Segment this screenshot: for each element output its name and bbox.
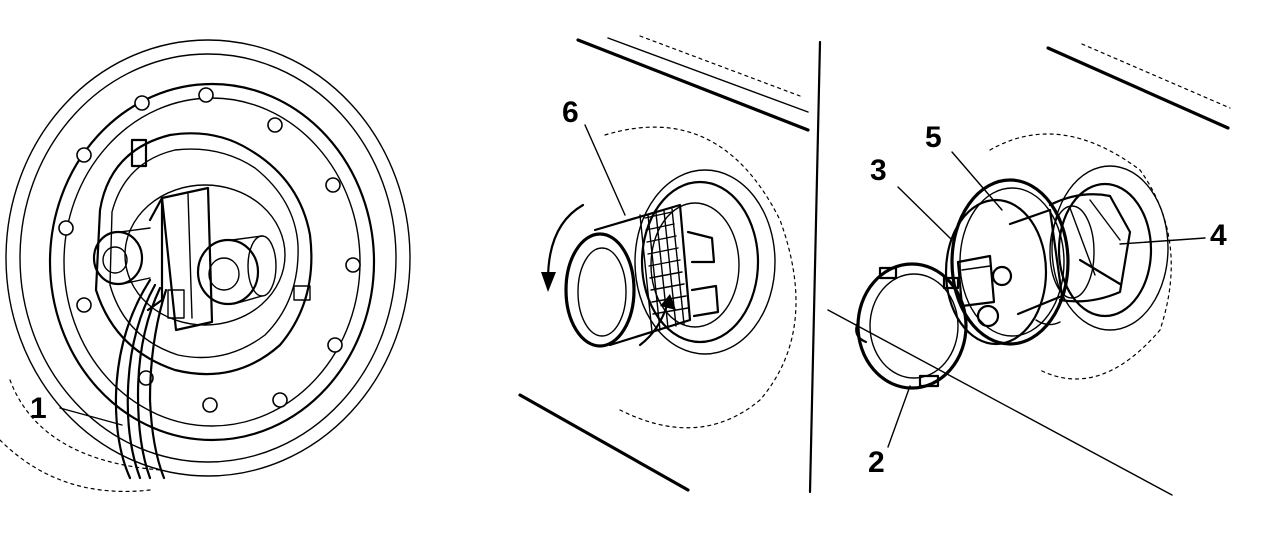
pipe-right xyxy=(196,235,277,306)
lock-ring-2 xyxy=(855,262,968,390)
tank-ring-outer xyxy=(5,39,411,477)
callout-5: 5 xyxy=(925,121,942,154)
wiring-harness xyxy=(114,278,168,480)
callout-6: 6 xyxy=(562,96,579,129)
panel-1-pump-flange: 1 xyxy=(0,39,411,493)
panel-3-exploded-parts: 3 5 4 2 xyxy=(827,43,1231,496)
wiring-connector xyxy=(160,186,214,332)
lock-ring xyxy=(94,132,313,376)
panel-divider xyxy=(808,40,822,494)
panel-2-lock-ring-tool: 6 xyxy=(518,35,810,492)
callout-1: 1 xyxy=(30,392,47,425)
callout-4: 4 xyxy=(1210,219,1227,252)
bolt-ring xyxy=(48,82,376,442)
fuel-pump-4 xyxy=(1048,193,1132,303)
pipe-left xyxy=(92,227,151,286)
pump-flange-3 xyxy=(944,198,1064,346)
callout-3: 3 xyxy=(870,154,887,187)
bolt-holes xyxy=(58,87,361,413)
rotation-arrow-icon xyxy=(541,203,676,347)
tank-ring-mid xyxy=(19,53,397,463)
callout-2: 2 xyxy=(868,446,885,479)
tool-6 xyxy=(564,203,720,348)
